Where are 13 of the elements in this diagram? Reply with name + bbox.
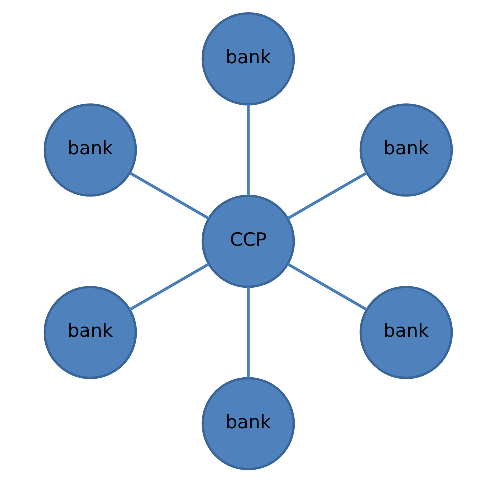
connector [247,286,250,378]
connector [247,104,250,196]
node-circle: bank [202,376,296,470]
node-circle: CCP [202,194,296,288]
node-circle: bank [44,103,138,196]
node-circle: bank [360,286,454,379]
connector [287,262,368,311]
connector [129,262,210,311]
connector [129,171,210,220]
connector [287,171,368,220]
node-circle: bank [360,103,454,196]
node-circle: bank [202,12,296,106]
node-circle: bank [44,286,138,379]
